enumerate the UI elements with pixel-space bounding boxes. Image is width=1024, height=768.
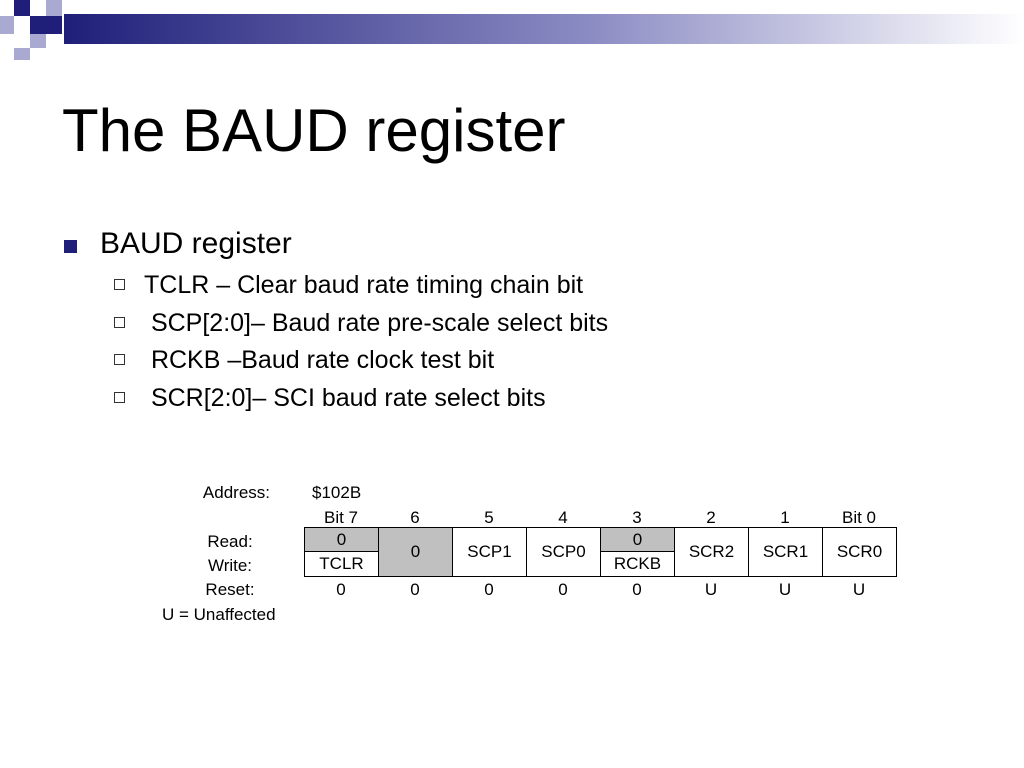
hollow-square-bullet-icon xyxy=(114,279,125,290)
bit0-cell: SCR0 xyxy=(822,527,897,577)
bit-header: Bit 7 xyxy=(323,508,359,527)
reset-value: 0 xyxy=(410,580,420,599)
hollow-square-bullet-icon xyxy=(114,316,125,328)
address-label: Address: xyxy=(202,483,270,502)
bit-header: 5 xyxy=(484,508,494,527)
bit-header: 4 xyxy=(558,508,568,527)
bit-header: 2 xyxy=(706,508,716,527)
bit-header: 6 xyxy=(410,508,420,527)
reset-value: 0 xyxy=(558,580,568,599)
hollow-square-bullet-icon xyxy=(114,354,125,365)
reset-label: Reset: xyxy=(205,580,255,599)
slide-title: The BAUD register xyxy=(62,97,566,164)
sub-bullet-text: RCKB –Baud rate clock test bit xyxy=(144,346,495,374)
unaffected-note: U = Unaffected xyxy=(162,605,276,624)
bit6-cell: 0 xyxy=(378,527,453,577)
sub-bullet-text: SCP[2:0]– Baud rate pre-scale select bit… xyxy=(144,308,609,337)
address-value: $102B xyxy=(312,483,362,502)
square-bullet-icon xyxy=(64,240,77,253)
hollow-square-bullet-icon xyxy=(114,391,125,403)
read-label: Read: xyxy=(207,532,253,551)
reset-value: 0 xyxy=(632,580,642,599)
bit7-read-cell: 0 xyxy=(304,527,379,552)
reset-value: 0 xyxy=(336,580,346,599)
bit1-cell: SCR1 xyxy=(748,527,823,577)
bit2-cell: SCR2 xyxy=(674,527,749,577)
reset-value: U xyxy=(778,580,792,599)
reset-value: U xyxy=(704,580,718,599)
bit3-read-cell: 0 xyxy=(600,527,675,552)
bit4-cell: SCP0 xyxy=(526,527,601,577)
sub-bullet-text: SCR[2:0]– SCI baud rate select bits xyxy=(144,383,546,412)
reset-value: U xyxy=(852,580,866,599)
header-decoration xyxy=(0,0,1024,60)
bit7-write-cell: TCLR xyxy=(304,551,379,577)
bit3-write-cell: RCKB xyxy=(600,551,675,577)
reset-value: 0 xyxy=(484,580,494,599)
write-label: Write: xyxy=(207,556,253,575)
bit-header: 3 xyxy=(632,508,642,527)
bullet-baud-register: BAUD register xyxy=(100,227,292,260)
register-table: 0 0 SCP1 SCP0 0 SCR2 SCR1 SCR0 TCLR RCKB xyxy=(304,527,897,577)
sub-bullet-text: TCLR – Clear baud rate timing chain bit xyxy=(144,271,584,299)
bit5-cell: SCP1 xyxy=(452,527,527,577)
bit-header: 1 xyxy=(780,508,790,527)
bit-header: Bit 0 xyxy=(841,508,877,527)
